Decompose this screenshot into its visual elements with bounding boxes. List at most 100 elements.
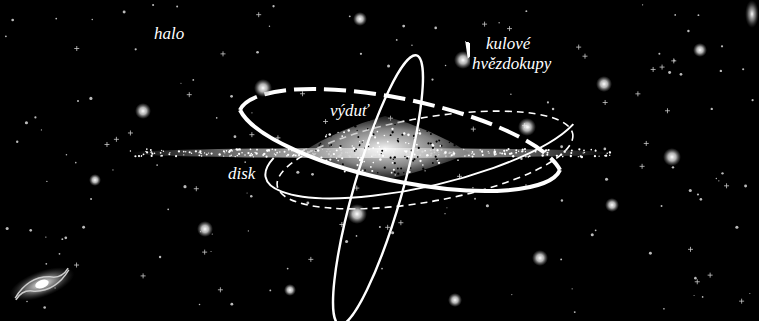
disk-star: [265, 156, 267, 158]
disk-star: [151, 153, 153, 155]
disk-star: [472, 155, 474, 157]
spiral-galaxy: [6, 260, 79, 308]
star: [66, 154, 68, 156]
star: [248, 230, 249, 231]
disk-star: [263, 153, 265, 155]
star: [708, 273, 713, 278]
disk-star: [507, 148, 509, 150]
star: [472, 187, 473, 188]
globular-cluster: [596, 76, 612, 92]
star: [668, 71, 671, 74]
star: [697, 193, 699, 195]
bulge-star: [373, 133, 375, 135]
orbit-ellipse: [240, 110, 560, 191]
disk-star: [255, 152, 257, 154]
star: [256, 12, 261, 17]
disk-star: [501, 152, 503, 154]
bulge-star: [427, 142, 429, 144]
star: [156, 164, 158, 166]
bulge-star: [395, 174, 396, 175]
bulge-star: [315, 150, 316, 151]
bulge-star: [355, 148, 357, 150]
disk-star: [583, 150, 585, 152]
star: [547, 101, 549, 103]
disk-star: [141, 156, 142, 157]
bulge-star: [343, 131, 345, 133]
disk-star: [571, 150, 573, 152]
star: [431, 78, 433, 80]
bulge-star: [329, 158, 331, 160]
star: [398, 220, 403, 225]
star: [595, 229, 597, 231]
disk-star: [154, 152, 156, 154]
disk-star: [525, 151, 526, 152]
part-label: disk: [226, 164, 257, 184]
bulge-star: [414, 153, 416, 155]
globular-cluster: [693, 43, 707, 57]
bulge-star: [436, 158, 438, 160]
disk-star: [256, 149, 258, 151]
star: [272, 5, 274, 7]
bulge-star: [339, 145, 341, 147]
bulge-star: [397, 167, 399, 169]
disk-star: [161, 155, 163, 157]
disk-star: [524, 148, 526, 150]
star: [250, 195, 253, 198]
star: [560, 145, 563, 148]
disk-star: [522, 151, 523, 152]
star: [744, 185, 747, 188]
bulge-star: [431, 144, 433, 146]
star: [605, 178, 608, 181]
disk-star: [236, 149, 238, 151]
star: [674, 14, 676, 16]
bulge-star: [453, 152, 456, 155]
disk-star: [200, 153, 202, 155]
bulge-star: [438, 162, 440, 164]
disk-star: [563, 151, 565, 153]
disk-star: [267, 150, 269, 152]
bulge-star: [394, 162, 396, 164]
bulge-star: [408, 143, 409, 144]
disk-star: [522, 149, 524, 151]
disk-star: [151, 151, 152, 152]
disk-star: [583, 152, 584, 153]
star: [642, 4, 643, 5]
disk-star: [488, 152, 489, 153]
disk-star: [570, 152, 572, 154]
disk-star: [191, 153, 192, 154]
disk-star: [244, 154, 245, 155]
bulge-star: [394, 171, 396, 173]
bulge-star: [439, 145, 441, 147]
bulge-star: [341, 157, 343, 159]
bulge-star: [364, 169, 366, 171]
bulge-star: [417, 156, 419, 158]
disk-star: [249, 154, 251, 156]
bulge-star: [385, 149, 387, 151]
bulge-star: [406, 157, 408, 159]
star: [434, 27, 437, 30]
bulge-star: [404, 156, 405, 157]
bulge-star: [435, 156, 437, 158]
star: [77, 100, 79, 102]
disk-star: [201, 155, 203, 157]
disk-star: [146, 148, 148, 150]
bulge-star: [371, 156, 372, 157]
bulge-star: [397, 141, 399, 143]
star: [658, 53, 660, 55]
disk-star: [506, 149, 508, 151]
star: [300, 91, 305, 96]
disk-star: [570, 155, 572, 157]
star: [591, 233, 594, 236]
bulge-star: [405, 150, 408, 153]
bulge-star: [403, 172, 405, 174]
disk-star: [247, 152, 249, 154]
disk-star: [241, 152, 243, 154]
star-field: [5, 4, 754, 313]
bulge: [300, 116, 470, 180]
disk-star: [518, 151, 519, 152]
star: [216, 117, 218, 119]
disk-star: [150, 149, 152, 151]
star: [29, 229, 32, 232]
star: [471, 127, 476, 132]
